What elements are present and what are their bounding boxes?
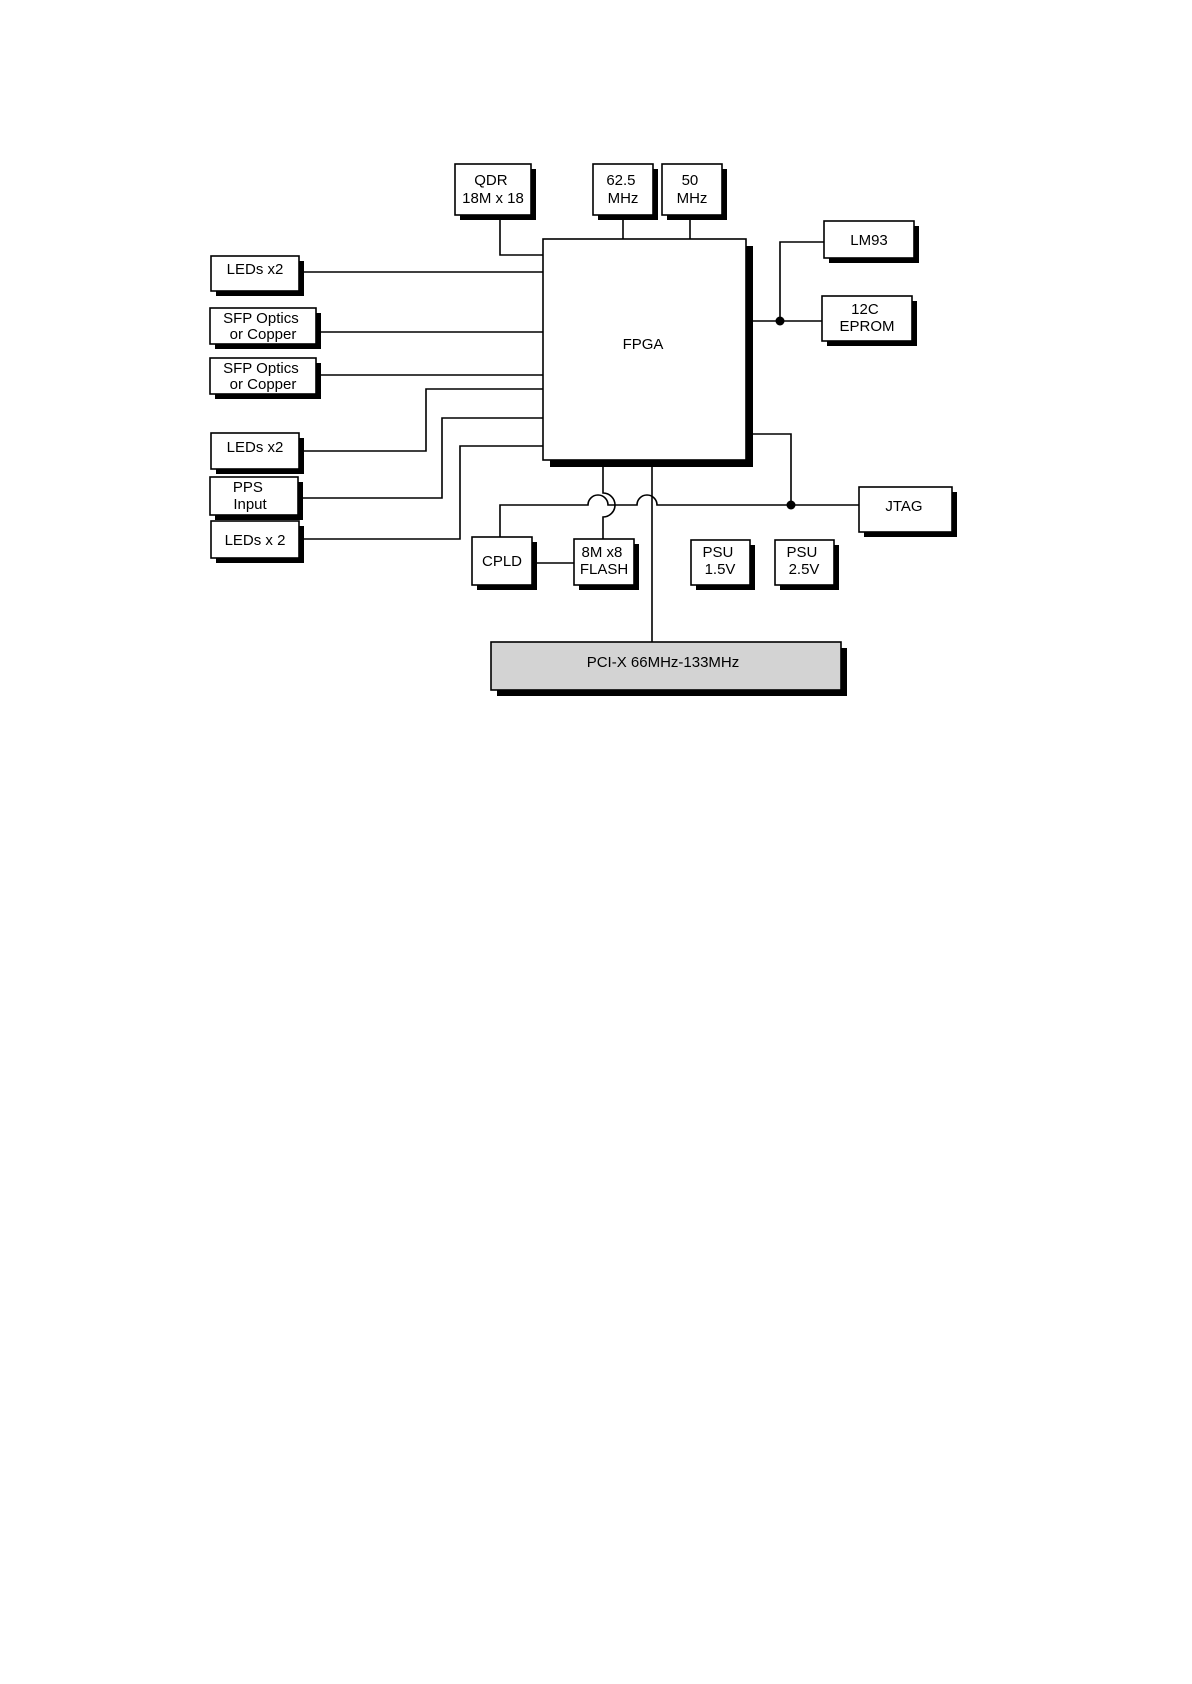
flash-label: 8M x8 FLASH xyxy=(580,544,628,578)
leds-bottom-block: LEDs x 2 xyxy=(211,521,304,563)
flash-label-line-1: 8M x8 xyxy=(581,544,622,561)
clock-62-5-label: 62.5 MHz xyxy=(606,172,639,207)
cpld-label: CPLD xyxy=(482,553,522,570)
pci-bus-label: PCI-X 66MHz-133MHz xyxy=(587,654,740,671)
clock-50-block: 50 MHz xyxy=(662,164,727,220)
psu-2-5-label-line-2: 2.5V xyxy=(789,561,820,578)
psu-1-5-label: PSU 1.5V xyxy=(702,544,737,578)
lm93-label-line-1: LM93 xyxy=(850,232,888,249)
fpga-label: FPGA xyxy=(623,336,664,353)
eprom-label-line-1: 12C xyxy=(851,301,879,318)
sfp-2-block: SFP Optics or Copper xyxy=(210,358,321,399)
sfp-1-label: SFP Optics or Copper xyxy=(223,310,303,343)
psu-2-5-block: PSU 2.5V xyxy=(775,540,839,590)
leds-top-label-line-1: LEDs x2 xyxy=(227,261,284,278)
wire-qdr-fpga xyxy=(500,216,543,255)
psu-2-5-label: PSU 2.5V xyxy=(786,544,821,578)
lm93-block: LM93 xyxy=(824,221,919,263)
eprom-label-line-2: EPROM xyxy=(839,318,894,335)
sfp-2-label-line-1: SFP Optics xyxy=(223,360,299,377)
pps-label-line-1: PPS xyxy=(233,479,263,496)
pci-bus-label-line-1: PCI-X 66MHz-133MHz xyxy=(587,654,740,671)
leds-top-block: LEDs x2 xyxy=(211,256,304,296)
pps-label-line-2: Input xyxy=(233,496,267,513)
psu-1-5-label-line-2: 1.5V xyxy=(705,561,736,578)
clock-62-5-label-line-1: 62.5 xyxy=(606,172,635,189)
wire-leds-mid xyxy=(300,389,543,451)
junction-dot-i2c xyxy=(776,317,785,326)
flash-label-line-2: FLASH xyxy=(580,561,628,578)
fpga-label-line-1: FPGA xyxy=(623,336,664,353)
jtag-block: JTAG xyxy=(859,487,957,537)
sfp-1-label-line-2: or Copper xyxy=(230,326,297,343)
pps-label: PPS Input xyxy=(233,479,268,513)
leds-mid-label: LEDs x2 xyxy=(227,439,284,456)
sfp-2-label: SFP Optics or Copper xyxy=(223,360,303,393)
jtag-label: JTAG xyxy=(885,498,922,515)
wire-fpga-jtag xyxy=(747,434,791,505)
qdr-label-line-2: 18M x 18 xyxy=(462,190,524,207)
leds-top-label: LEDs x2 xyxy=(227,261,284,278)
clock-62-5-block: 62.5 MHz xyxy=(593,164,658,220)
fpga-block: FPGA xyxy=(543,239,753,467)
clock-50-label-line-2: MHz xyxy=(677,190,708,207)
qdr-block: QDR 18M x 18 xyxy=(455,164,536,220)
sfp-2-label-line-2: or Copper xyxy=(230,376,297,393)
clock-50-label-line-1: 50 xyxy=(682,172,699,189)
eprom-block: 12C EPROM xyxy=(822,296,917,346)
sfp-1-label-line-1: SFP Optics xyxy=(223,310,299,327)
leds-mid-label-line-1: LEDs x2 xyxy=(227,439,284,456)
leds-mid-block: LEDs x2 xyxy=(211,433,304,474)
pci-bus-block: PCI-X 66MHz-133MHz xyxy=(491,642,847,696)
clock-62-5-label-line-2: MHz xyxy=(608,190,639,207)
psu-1-5-label-line-1: PSU xyxy=(702,544,733,561)
leds-bottom-label: LEDs x 2 xyxy=(225,532,286,549)
junction-dot-jtag xyxy=(787,501,796,510)
leds-bottom-label-line-1: LEDs x 2 xyxy=(225,532,286,549)
wire-fpga-flash xyxy=(603,463,615,539)
wire-leds-bottom xyxy=(300,446,543,539)
jtag-label-line-1: JTAG xyxy=(885,498,922,515)
psu-1-5-block: PSU 1.5V xyxy=(691,540,755,590)
pps-block: PPS Input xyxy=(210,477,303,520)
cpld-label-line-1: CPLD xyxy=(482,553,522,570)
blocks: QDR 18M x 18 62.5 MHz 50 MHz FPGA xyxy=(210,164,957,696)
wire-lm93-bus xyxy=(780,242,824,321)
cpld-block: CPLD xyxy=(472,537,537,590)
flash-block: 8M x8 FLASH xyxy=(574,539,639,590)
wire-pps xyxy=(300,418,543,498)
sfp-1-block: SFP Optics or Copper xyxy=(210,308,321,349)
qdr-label-line-1: QDR xyxy=(474,172,508,189)
lm93-label: LM93 xyxy=(850,232,888,249)
psu-2-5-label-line-1: PSU xyxy=(786,544,817,561)
